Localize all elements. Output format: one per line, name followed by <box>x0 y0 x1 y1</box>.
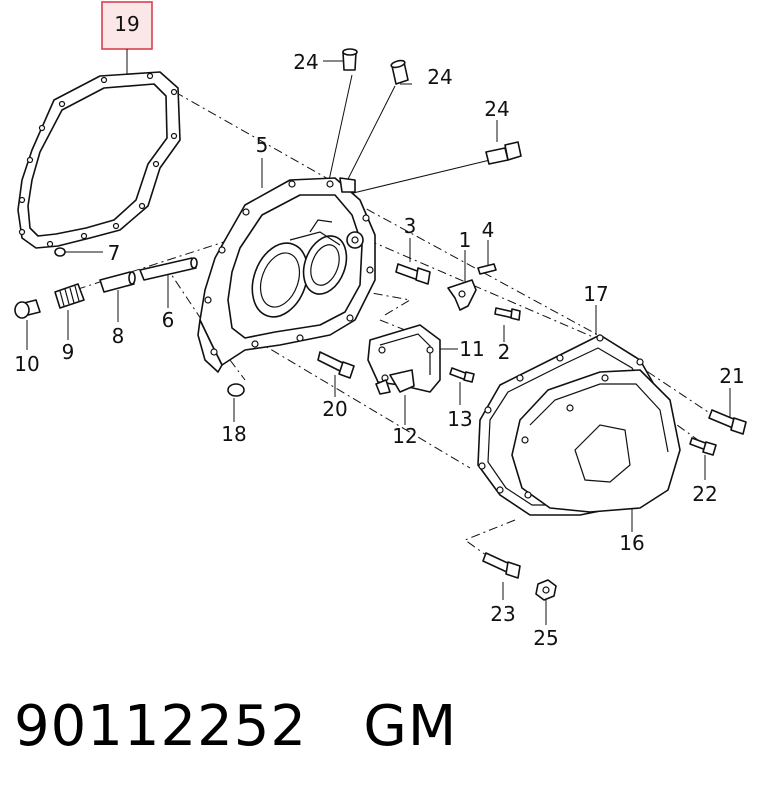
label-10[interactable]: 10 <box>14 352 39 376</box>
bolt-22[interactable] <box>689 437 717 456</box>
screw-2[interactable] <box>494 307 521 321</box>
label-2[interactable]: 2 <box>498 340 511 364</box>
label-1[interactable]: 1 <box>459 228 472 252</box>
label-19[interactable]: 19 <box>114 12 139 36</box>
bolt-21[interactable] <box>708 409 747 435</box>
bracket-11[interactable] <box>367 324 441 393</box>
label-13[interactable]: 13 <box>447 407 472 431</box>
bolt-20[interactable] <box>317 351 355 379</box>
bolt-24c[interactable] <box>485 141 522 165</box>
label-3[interactable]: 3 <box>404 214 417 238</box>
nut-25[interactable] <box>535 579 557 601</box>
pin-4[interactable] <box>477 263 497 275</box>
side-cover-16[interactable] <box>511 369 681 513</box>
label-5[interactable]: 5 <box>256 133 269 157</box>
part-labels: 19 24 24 24 5 3 1 4 7 17 6 8 11 2 9 10 2… <box>14 12 744 650</box>
crankcase-cover-5[interactable] <box>197 177 376 373</box>
label-20[interactable]: 20 <box>322 397 347 421</box>
label-24b[interactable]: 24 <box>427 65 452 89</box>
gasket-19[interactable] <box>17 71 181 249</box>
part-number-caption: 90112252 GM <box>14 694 458 759</box>
stud-23[interactable] <box>482 552 521 579</box>
bolt-3[interactable] <box>395 263 431 285</box>
label-22[interactable]: 22 <box>692 482 717 506</box>
lever-1[interactable] <box>447 279 477 311</box>
screw-13[interactable] <box>449 367 475 383</box>
label-16[interactable]: 16 <box>619 531 644 555</box>
label-4[interactable]: 4 <box>482 218 495 242</box>
dowel-24a[interactable] <box>342 48 358 71</box>
label-24c[interactable]: 24 <box>484 97 509 121</box>
label-18[interactable]: 18 <box>221 422 246 446</box>
highlight-box-19[interactable] <box>101 1 153 50</box>
label-25[interactable]: 25 <box>533 626 558 650</box>
label-11[interactable]: 11 <box>459 337 484 361</box>
o-ring-7[interactable] <box>54 247 66 257</box>
label-17[interactable]: 17 <box>583 282 608 306</box>
sleeve-8[interactable] <box>99 271 136 293</box>
spring-9[interactable] <box>54 283 85 309</box>
label-6[interactable]: 6 <box>162 308 175 332</box>
leader-lines <box>26 49 731 625</box>
plug-10[interactable] <box>14 299 41 319</box>
label-12[interactable]: 12 <box>392 424 417 448</box>
parts-diagram: 19 24 24 24 5 3 1 4 7 17 6 8 11 2 9 10 2… <box>14 1 747 650</box>
label-24a[interactable]: 24 <box>293 50 318 74</box>
bracket-12[interactable] <box>375 369 415 395</box>
washer-18[interactable] <box>227 383 245 397</box>
label-23[interactable]: 23 <box>490 602 515 626</box>
label-8[interactable]: 8 <box>112 324 125 348</box>
shaft-6[interactable] <box>139 257 198 281</box>
label-7[interactable]: 7 <box>108 241 121 265</box>
dowel-24b[interactable] <box>390 59 409 85</box>
label-9[interactable]: 9 <box>62 340 75 364</box>
label-21[interactable]: 21 <box>719 364 744 388</box>
